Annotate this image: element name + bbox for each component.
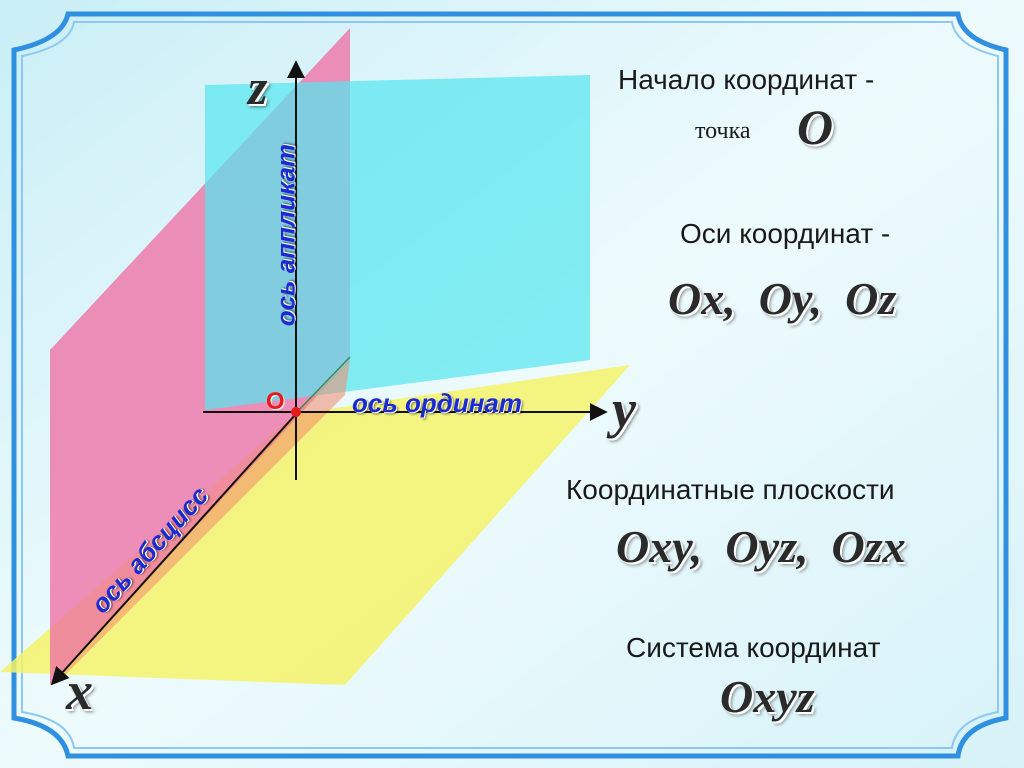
slide-frame-inner bbox=[21, 21, 999, 749]
slide-frame bbox=[11, 11, 1009, 759]
system-value: Oxyz bbox=[720, 671, 815, 722]
origin-point-symbol: O bbox=[797, 99, 834, 155]
x-axis bbox=[50, 413, 297, 686]
axes-title: Оси координат - bbox=[680, 218, 891, 249]
plane-edge bbox=[294, 356, 351, 415]
planes-title: Координатные плоскости bbox=[566, 474, 895, 505]
plane-xz bbox=[205, 75, 590, 410]
origin-point bbox=[291, 407, 301, 417]
plane-xy bbox=[0, 365, 630, 685]
system-title: Система координат bbox=[626, 632, 881, 663]
axis-name-z: z bbox=[248, 59, 268, 115]
planes-value: Oxy, Oyz, Ozx bbox=[616, 521, 906, 572]
axis-name-y: y bbox=[612, 379, 636, 439]
origin-point-label: точка bbox=[695, 118, 751, 144]
ordinate-axis-caption: ось ординат bbox=[352, 388, 523, 418]
applicate-axis-caption: ось аппликат bbox=[270, 143, 301, 327]
origin-label: O bbox=[266, 388, 285, 415]
origin-title: Начало координат - bbox=[618, 64, 875, 95]
axes-value: Ox, Oy, Oz bbox=[668, 273, 897, 324]
axis-name-x: x bbox=[66, 661, 93, 721]
